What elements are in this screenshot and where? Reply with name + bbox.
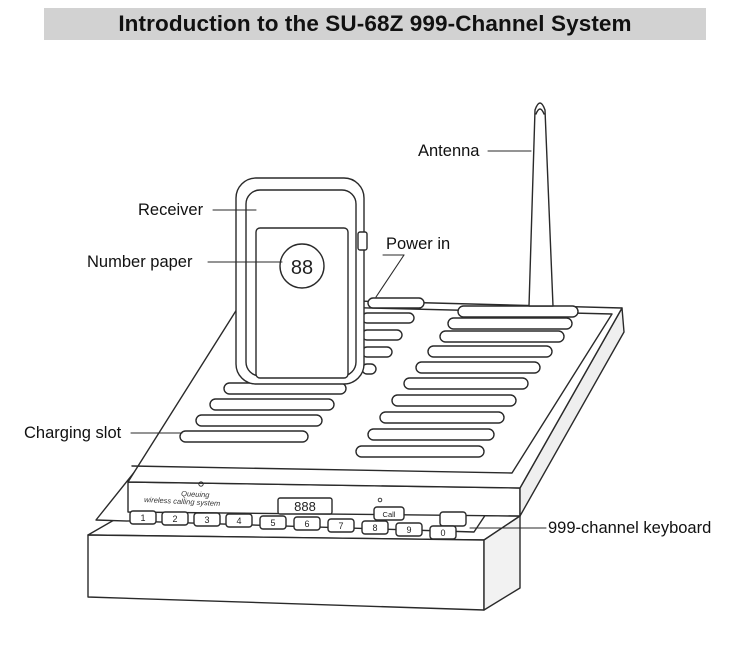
keypad — [129, 510, 457, 540]
key-label: 6 — [304, 519, 309, 529]
keyboard-display-digits: 888 — [294, 499, 316, 514]
charging-slots-left — [179, 297, 425, 443]
key-label: 3 — [204, 515, 209, 525]
key-label: 0 — [440, 528, 445, 538]
charging-slots-right — [355, 305, 579, 458]
key-label: 4 — [236, 516, 241, 526]
title-banner: Introduction to the SU-68Z 999-Channel S… — [44, 8, 706, 40]
key-label: 2 — [172, 514, 177, 524]
leader-lines — [130, 150, 547, 529]
receiver-display-digits: 88 — [291, 257, 313, 279]
antenna — [528, 102, 554, 307]
receiver — [235, 177, 368, 385]
key-label: 7 — [338, 521, 343, 531]
callout-antenna: Antenna — [418, 142, 480, 160]
callout-keyboard: 999-channel keyboard — [548, 519, 712, 537]
page-title: Introduction to the SU-68Z 999-Channel S… — [118, 11, 632, 36]
callout-power-in: Power in — [386, 235, 451, 253]
key-label: 9 — [406, 525, 411, 535]
brand-line-1: Queuing — [181, 489, 211, 500]
callout-charging-slot: Charging slot — [24, 424, 122, 442]
brand-line-2: wireless calling system — [144, 495, 221, 508]
key-label: 5 — [270, 518, 275, 528]
call-button-label: Call — [383, 510, 396, 519]
key-label: 8 — [372, 523, 377, 533]
callout-number-paper: Number paper — [87, 253, 193, 271]
callout-receiver: Receiver — [138, 201, 204, 219]
key-label: 1 — [140, 513, 145, 523]
